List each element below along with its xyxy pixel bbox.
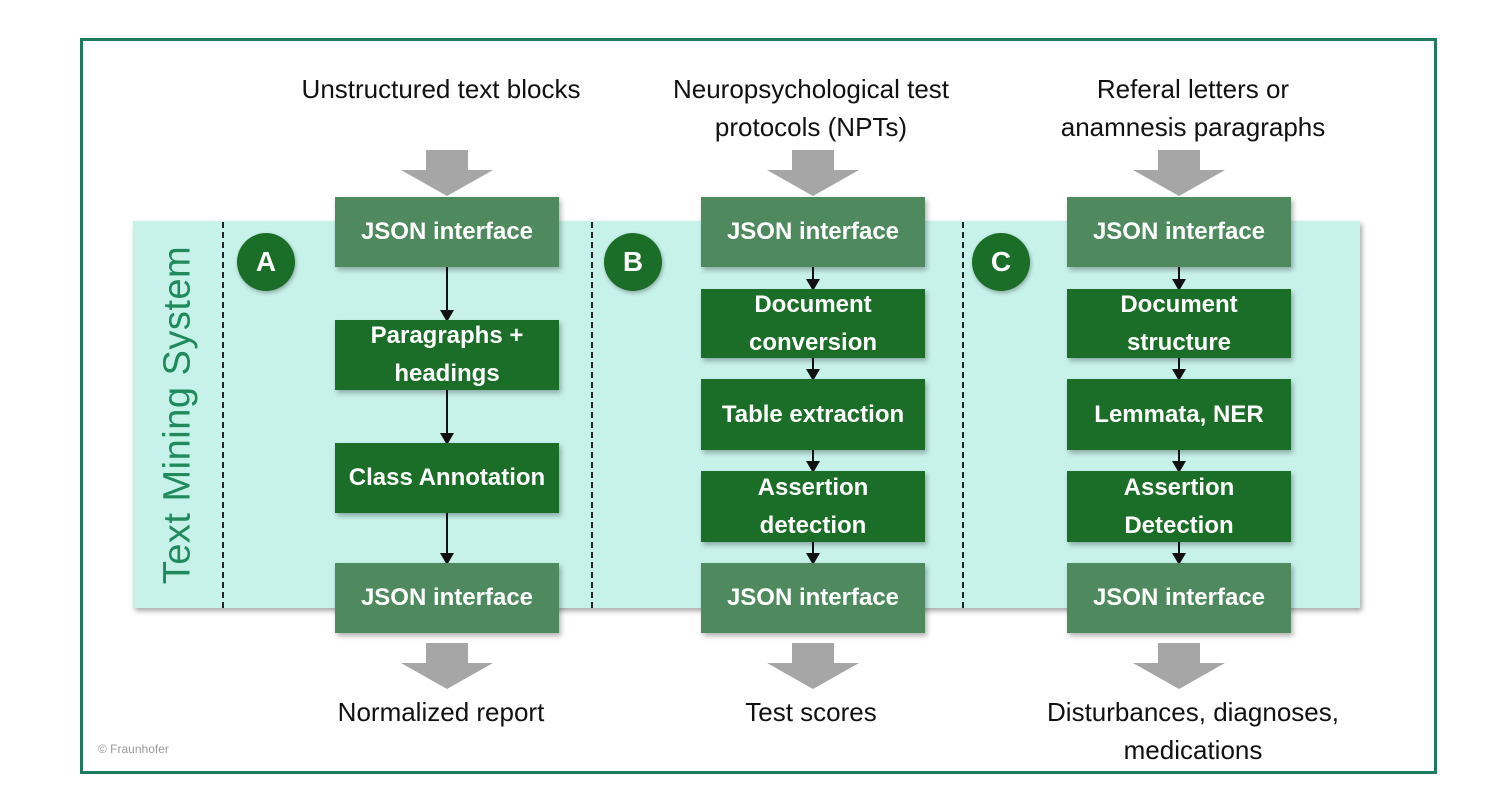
pipeline-b-badge: B (604, 233, 662, 291)
copyright-notice: © Fraunhofer (98, 742, 169, 756)
diagram-frame (80, 38, 1437, 774)
top-json-interface-box: JSON interface (1067, 197, 1291, 267)
pipeline-c-badge: C (972, 233, 1030, 291)
divider-a (222, 222, 224, 608)
flow-arrow-icon (806, 542, 820, 565)
flow-arrow-icon (440, 267, 454, 322)
flow-arrow-icon (806, 450, 820, 473)
pipeline-b: JSON interface Document conversion Table… (701, 0, 925, 812)
flow-arrow-icon (440, 390, 454, 445)
step-assertion-detection: Assertion detection (701, 471, 925, 542)
pipeline-b-input: Neuropsychological test protocols (NPTs) (672, 74, 950, 142)
bottom-json-interface-box: JSON interface (1067, 563, 1291, 633)
flow-arrow-icon (806, 358, 820, 381)
pipeline-c-output: Disturbances, diagnoses, medications (1047, 697, 1339, 765)
flow-arrow-icon (1172, 358, 1186, 381)
flow-arrow-icon (440, 513, 454, 565)
step-class-annotation: Class Annotation (335, 443, 559, 513)
pipeline-a-input: Unstructured text blocks (301, 74, 581, 104)
output-arrow-icon (1133, 643, 1225, 689)
bottom-json-interface-box: JSON interface (701, 563, 925, 633)
flow-arrow-icon (806, 267, 820, 291)
top-json-interface-box: JSON interface (701, 197, 925, 267)
flow-arrow-icon (1172, 267, 1186, 291)
output-arrow-icon (767, 643, 859, 689)
band-title-text: Text Mining System (156, 245, 199, 585)
input-arrow-icon (767, 150, 859, 196)
pipeline-a-output: Normalized report (337, 697, 545, 727)
step-paragraphs-headings: Paragraphs + headings (335, 320, 559, 390)
top-json-interface-box: JSON interface (335, 197, 559, 267)
flow-arrow-icon (1172, 542, 1186, 565)
output-arrow-icon (401, 643, 493, 689)
divider-b (591, 222, 593, 608)
step-document-structure: Document structure (1067, 289, 1291, 358)
pipeline-a-badge: A (237, 233, 295, 291)
bottom-json-interface-box: JSON interface (335, 563, 559, 633)
step-table-extraction: Table extraction (701, 379, 925, 450)
step-lemmata-ner: Lemmata, NER (1067, 379, 1291, 450)
step-assertion-detection: Assertion Detection (1067, 471, 1291, 542)
pipeline-c: JSON interface Document structure Lemmat… (1067, 0, 1291, 812)
input-arrow-icon (401, 150, 493, 196)
pipeline-c-input: Referal letters or anamnesis paragraphs (1060, 74, 1326, 142)
step-document-conversion: Document conversion (701, 289, 925, 358)
input-arrow-icon (1133, 150, 1225, 196)
pipeline-a: JSON interface Paragraphs + headings Cla… (335, 0, 559, 812)
flow-arrow-icon (1172, 450, 1186, 473)
divider-c (962, 222, 964, 608)
pipeline-b-output: Test scores (745, 697, 877, 727)
